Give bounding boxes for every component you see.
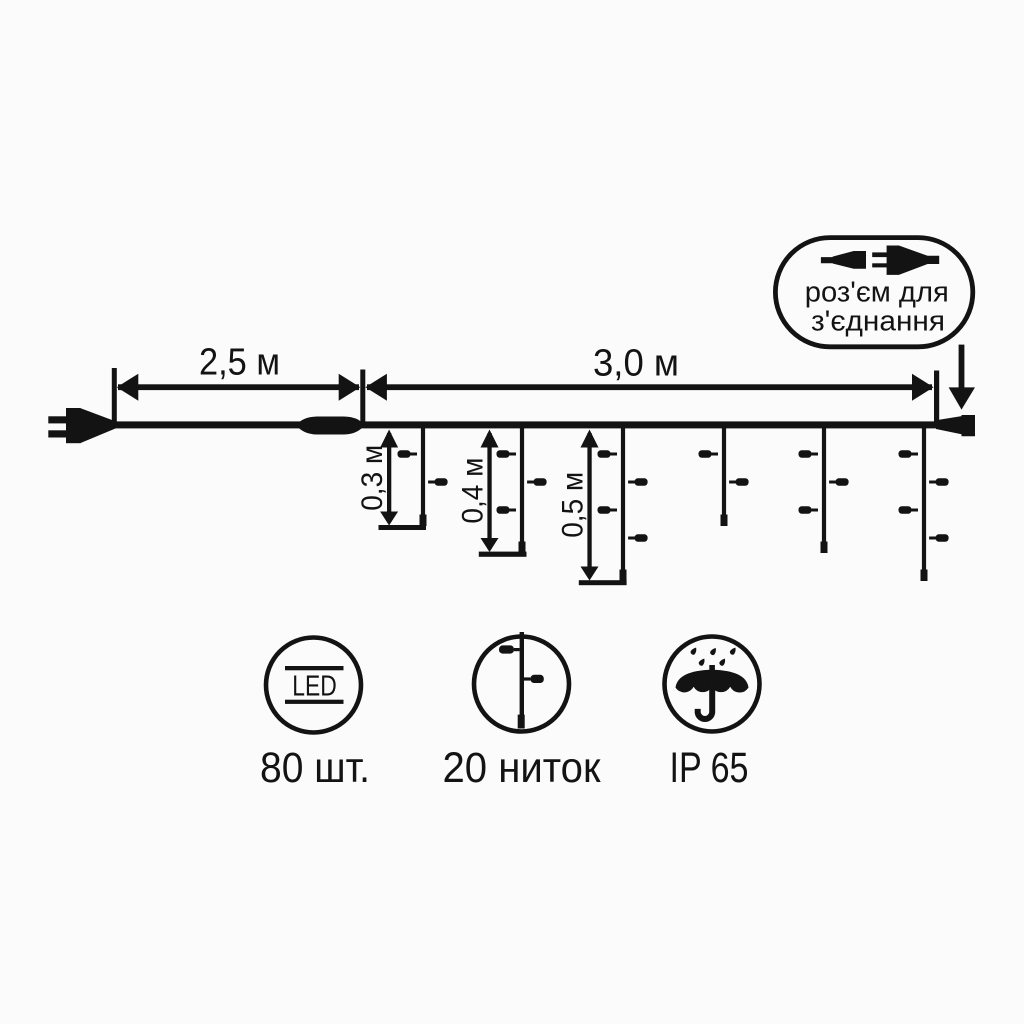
svg-text:80 шт.: 80 шт. xyxy=(260,744,370,792)
svg-text:0,3 м: 0,3 м xyxy=(356,445,389,511)
svg-text:0,4 м: 0,4 м xyxy=(457,458,490,524)
svg-text:з'єднання: з'єднання xyxy=(811,306,945,338)
svg-text:20 ниток: 20 ниток xyxy=(443,744,602,792)
svg-text:IP 65: IP 65 xyxy=(670,744,749,792)
svg-text:LED: LED xyxy=(292,671,337,703)
svg-text:0,5 м: 0,5 м xyxy=(557,472,590,538)
svg-text:2,5 м: 2,5 м xyxy=(199,342,280,384)
svg-text:роз'єм для: роз'єм для xyxy=(805,277,949,309)
svg-text:3,0 м: 3,0 м xyxy=(593,342,679,384)
